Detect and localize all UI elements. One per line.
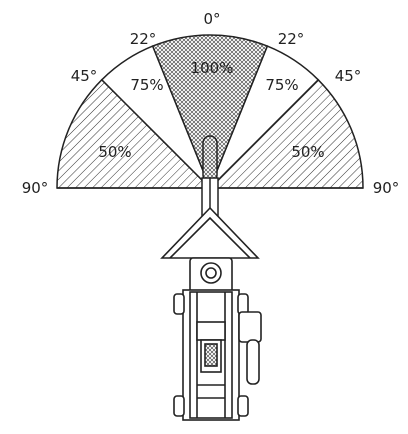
zone-label-100: 100% xyxy=(191,59,234,77)
zone-100-center xyxy=(151,34,269,191)
angle-label-22-left: 22° xyxy=(130,30,157,48)
angle-label-45-left: 45° xyxy=(71,67,98,85)
angle-label-90-right: 90° xyxy=(373,179,400,197)
zone-label-50-left: 50% xyxy=(98,143,131,161)
angle-label-0: 0° xyxy=(203,10,220,28)
zone-50-left xyxy=(56,78,212,189)
angle-label-45-right: 45° xyxy=(335,67,362,85)
lifting-clamp xyxy=(160,206,262,421)
angle-label-90-left: 90° xyxy=(22,179,49,197)
zone-50-right xyxy=(208,78,364,189)
zone-label-50-right: 50% xyxy=(291,143,324,161)
zone-label-75-right: 75% xyxy=(265,76,298,94)
angle-label-22-right: 22° xyxy=(278,30,305,48)
zone-label-75-left: 75% xyxy=(130,76,163,94)
